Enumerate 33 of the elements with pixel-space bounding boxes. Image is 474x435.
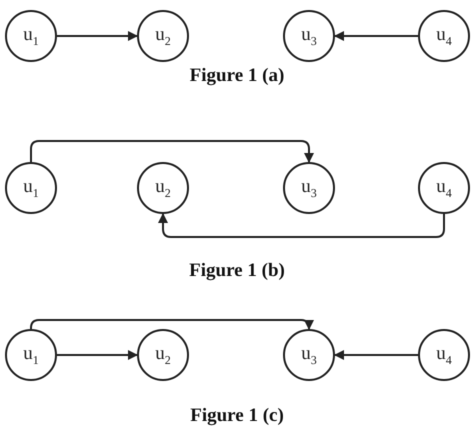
node-circle [283, 329, 335, 381]
node-circle [137, 10, 189, 62]
node-circle [418, 162, 470, 214]
node-circle [5, 329, 57, 381]
node-circle [283, 10, 335, 62]
figure-caption: Figure 1 (c) [190, 405, 284, 427]
node-circle [5, 162, 57, 214]
node-label: u$_{3}$ [301, 344, 317, 366]
node-circle [5, 10, 57, 62]
node-label: u$_{2}$ [155, 177, 171, 199]
node-label: u$_{1}$ [23, 177, 39, 199]
node-circle [137, 329, 189, 381]
figure-caption: Figure 1 (a) [190, 65, 284, 87]
node-label: u$_{1}$ [23, 344, 39, 366]
node-label: u$_{3}$ [301, 177, 317, 199]
node-label: u$_{1}$ [23, 25, 39, 47]
arrow [30, 140, 314, 163]
figure-caption: Figure 1 (b) [189, 260, 285, 282]
node-circle [283, 162, 335, 214]
node-label: u$_{4}$ [436, 25, 452, 47]
arrow [57, 350, 138, 360]
arrow [57, 31, 138, 41]
node-circle [418, 10, 470, 62]
node-label: u$_{2}$ [155, 25, 171, 47]
node-label: u$_{4}$ [436, 344, 452, 366]
node-label: u$_{4}$ [436, 177, 452, 199]
arrow [334, 350, 418, 360]
node-circle [418, 329, 470, 381]
arrow [334, 31, 418, 41]
node-circle [137, 162, 189, 214]
node-label: u$_{2}$ [155, 344, 171, 366]
arrow [158, 213, 445, 238]
node-label: u$_{3}$ [301, 25, 317, 47]
